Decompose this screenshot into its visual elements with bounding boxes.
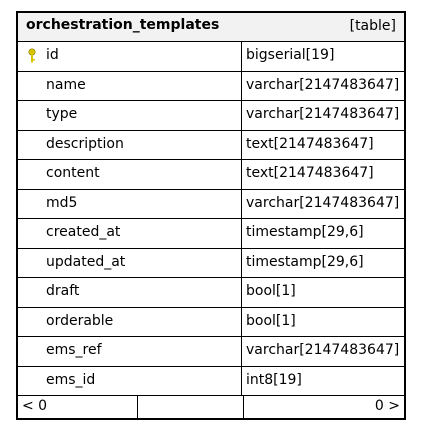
column-name: ems_id <box>46 371 96 388</box>
column-name: name <box>46 76 86 93</box>
column-name: created_at <box>46 224 121 240</box>
column-type: varchar[2147483647] <box>246 342 400 358</box>
column-name-cell: type <box>18 101 242 130</box>
column-type-cell: bool[1] <box>242 308 404 337</box>
column-name-cell: draft <box>18 278 242 307</box>
column-type-cell: varchar[2147483647] <box>242 101 404 130</box>
column-type-cell: bigserial[19] <box>242 42 404 71</box>
column-type-cell: timestamp[29,6] <box>242 219 404 248</box>
footer-right-label: 0 > <box>374 398 400 414</box>
column-name: updated_at <box>46 253 126 270</box>
column-row: ems_id int8[19] <box>18 366 404 396</box>
column-row: type varchar[2147483647] <box>18 101 404 131</box>
column-type: bigserial[19] <box>246 47 335 63</box>
column-type-cell: text[2147483647] <box>242 131 404 160</box>
column-type-cell: int8[19] <box>242 367 404 396</box>
footer-left-label: < 0 <box>22 398 48 414</box>
column-type: text[2147483647] <box>246 135 374 152</box>
column-type-cell: bool[1] <box>242 278 404 307</box>
footer-right-cell: 0 > <box>244 396 404 418</box>
column-type-cell: text[2147483647] <box>242 160 404 189</box>
footer-middle-cell <box>138 396 244 418</box>
column-name: draft <box>46 283 80 299</box>
column-type-cell: varchar[2147483647] <box>242 190 404 219</box>
column-type-cell: varchar[2147483647] <box>242 337 404 366</box>
column-row: description text[2147483647] <box>18 130 404 160</box>
column-name: content <box>46 165 100 181</box>
column-row: draft bool[1] <box>18 278 404 308</box>
column-row: ems_ref varchar[2147483647] <box>18 337 404 367</box>
column-row: content text[2147483647] <box>18 160 404 190</box>
column-type: varchar[2147483647] <box>246 76 400 93</box>
column-row: orderable bool[1] <box>18 307 404 337</box>
column-row: id bigserial[19] <box>18 42 404 72</box>
footer-left-cell: < 0 <box>18 396 138 418</box>
column-row: created_at timestamp[29,6] <box>18 219 404 249</box>
column-type-cell: timestamp[29,6] <box>242 249 404 278</box>
column-name: description <box>46 135 124 152</box>
column-name-cell: md5 <box>18 189 242 218</box>
column-name-cell: id <box>18 42 242 71</box>
primary-key-icon <box>28 48 36 63</box>
column-row: md5 varchar[2147483647] <box>18 189 404 219</box>
column-type: bool[1] <box>246 312 296 329</box>
column-type: varchar[2147483647] <box>246 194 400 211</box>
table-footer: < 0 0 > <box>18 396 404 418</box>
column-type: timestamp[29,6] <box>246 224 364 240</box>
column-row: updated_at timestamp[29,6] <box>18 248 404 278</box>
column-name-cell: content <box>18 160 242 189</box>
column-row: name varchar[2147483647] <box>18 71 404 101</box>
column-name: type <box>46 106 78 122</box>
column-name-cell: created_at <box>18 219 242 248</box>
table-kind: [table] <box>349 18 396 34</box>
column-type: bool[1] <box>246 283 296 299</box>
column-name: id <box>46 47 59 63</box>
table-entity: orchestration_templates [table] id bigser… <box>16 11 406 420</box>
column-name-cell: description <box>18 130 242 159</box>
column-name-cell: orderable <box>18 307 242 336</box>
column-name-cell: ems_id <box>18 366 242 395</box>
table-name: orchestration_templates <box>26 17 220 33</box>
column-name-cell: updated_at <box>18 248 242 277</box>
column-name: md5 <box>46 194 78 211</box>
column-type-cell: varchar[2147483647] <box>242 72 404 101</box>
column-type: text[2147483647] <box>246 165 374 181</box>
column-type: varchar[2147483647] <box>246 106 400 122</box>
column-type: int8[19] <box>246 371 302 388</box>
column-name: orderable <box>46 312 114 329</box>
column-name-cell: name <box>18 71 242 100</box>
column-name-cell: ems_ref <box>18 337 242 366</box>
table-header: orchestration_templates [table] <box>18 13 404 42</box>
column-type: timestamp[29,6] <box>246 253 364 270</box>
column-name: ems_ref <box>46 342 102 358</box>
